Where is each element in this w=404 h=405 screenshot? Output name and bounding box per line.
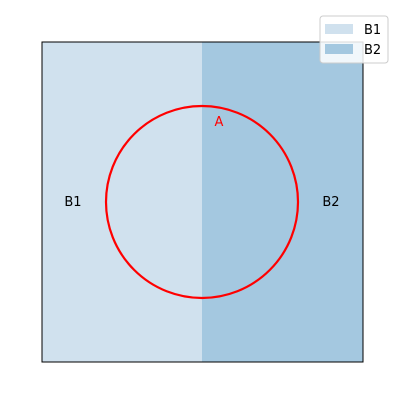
region-b1-label: B1: [64, 195, 81, 210]
legend: B1 B2: [319, 15, 389, 64]
circle-a: [104, 104, 300, 300]
legend-label-b1: B1: [364, 23, 381, 38]
region-b1: [42, 42, 202, 362]
plot-frame: [41, 41, 364, 363]
legend-swatch-b1: [325, 24, 353, 34]
region-b2: [202, 42, 363, 362]
circle-a-label: A: [215, 115, 224, 130]
region-b2-label: B2: [322, 195, 339, 210]
legend-label-b2: B2: [364, 43, 381, 58]
legend-swatch-b2: [325, 44, 353, 54]
